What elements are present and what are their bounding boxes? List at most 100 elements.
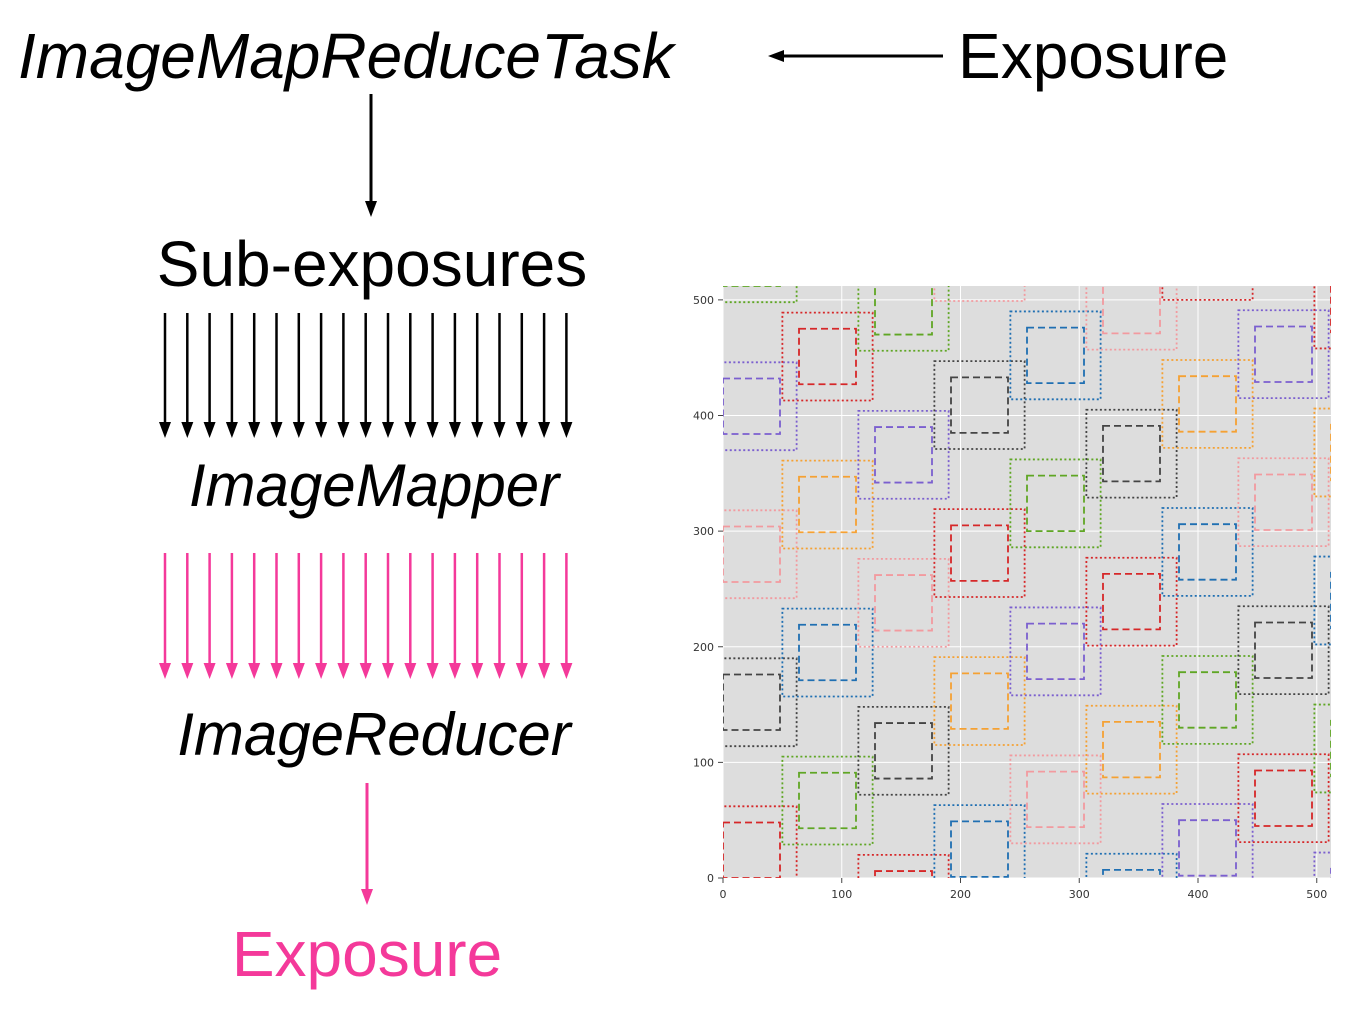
- subexposure-inner-box: [1330, 719, 1331, 778]
- subexposure-outer-box: [1009, 606, 1102, 697]
- subexposure-inner-box: [950, 376, 1009, 434]
- subexposure-inner-box: [647, 724, 704, 780]
- subexposure-outer-box: [1238, 902, 1328, 990]
- subexposure-outer-box: [781, 607, 874, 698]
- x-tick-label: 200: [950, 888, 971, 901]
- subexposure-outer-box: [857, 705, 950, 796]
- subexposure-outer-box: [1161, 359, 1254, 449]
- subexposure-boxes: [630, 163, 1331, 990]
- subexposure-inner-box: [799, 181, 856, 237]
- subexposure-outer-box: [1085, 704, 1178, 795]
- subexposure-inner-box: [1255, 918, 1312, 974]
- subexposure-outer-box: [933, 508, 1026, 598]
- subexposure-inner-box: [1254, 621, 1313, 679]
- subexposure-inner-box: [798, 475, 857, 534]
- subexposure-inner-box: [647, 280, 704, 336]
- subexposure-outer-box: [630, 264, 720, 352]
- y-tick-label: 100: [693, 756, 714, 769]
- subexposure-outer-box: [723, 509, 798, 600]
- subexposure-inner-box: [1026, 326, 1085, 385]
- x-tick-label: 400: [1188, 888, 1209, 901]
- subexposure-inner-box: [950, 820, 1009, 878]
- subexposure-outer-box: [1237, 605, 1330, 696]
- subexposure-outer-box: [1237, 753, 1330, 844]
- subexposure-inner-box: [1179, 228, 1236, 284]
- subexposure-inner-box: [874, 722, 933, 780]
- subexposure-outer-box: [1085, 286, 1178, 351]
- subexposure-inner-box: [647, 428, 704, 484]
- task-label: ImageMapReduceTask: [18, 20, 677, 92]
- subexposure-inner-box: [1330, 423, 1331, 482]
- subexposure-outer-box: [1237, 457, 1330, 548]
- subexposure-inner-box: [1026, 474, 1085, 533]
- subexposure-outer-box: [1085, 408, 1178, 499]
- subexposure-outer-box: [781, 459, 874, 550]
- subexposure-outer-box: [630, 412, 720, 500]
- subexposure-inner-box: [874, 574, 933, 632]
- subexposure-outer-box: [630, 856, 720, 944]
- mapper-output-arrows: [159, 553, 573, 679]
- subexposure-outer-box: [1313, 286, 1331, 350]
- subexposure-outer-box: [630, 708, 720, 796]
- subexposure-inner-box: [723, 673, 781, 731]
- subexposure-inner-box: [798, 771, 857, 830]
- subexposure-outer-box: [1085, 852, 1178, 878]
- subexposure-outer-box: [782, 165, 872, 253]
- subexposure-inner-box: [1178, 819, 1237, 877]
- subexposure-inner-box: [1178, 375, 1237, 433]
- input-exposure-label: Exposure: [958, 20, 1228, 92]
- subexposure-inner-box: [1027, 920, 1084, 976]
- subexposure-outer-box: [630, 560, 720, 648]
- subexposure-inner-box: [874, 426, 933, 484]
- subexposure-inner-box: [950, 672, 1009, 730]
- subexposure-outer-box: [723, 805, 798, 878]
- subexposure-outer-box: [857, 853, 950, 878]
- subexposure-outer-box: [933, 656, 1026, 746]
- subexposure-outer-box: [1009, 310, 1102, 401]
- subexposure-inner-box: [1330, 571, 1331, 630]
- x-tick-label: 100: [831, 888, 852, 901]
- x-tick-label: 500: [1306, 888, 1327, 901]
- y-tick-label: 300: [693, 525, 714, 538]
- subexposure-inner-box: [1330, 286, 1331, 334]
- subexposure-outer-box: [1010, 163, 1100, 251]
- subexposure-outer-box: [1085, 556, 1178, 647]
- subexposure-arrows: [159, 313, 573, 438]
- subexposure-inner-box: [723, 286, 781, 287]
- subexposure-outer-box: [933, 360, 1026, 450]
- subexposure-inner-box: [950, 524, 1009, 582]
- subexposure-outer-box: [1237, 309, 1330, 400]
- subexposure-outer-box: [723, 361, 798, 452]
- subexposure-outer-box: [723, 657, 798, 748]
- subexposure-inner-box: [1102, 721, 1161, 779]
- subexposures-label: Sub-exposures: [157, 228, 587, 300]
- subexposure-inner-box: [723, 525, 781, 583]
- subexposure-inner-box: [1254, 325, 1313, 383]
- subexposure-outer-box: [1161, 507, 1254, 597]
- subexposure-inner-box: [1102, 573, 1161, 631]
- y-tick-label: 0: [707, 872, 714, 885]
- subexposure-outer-box: [781, 311, 874, 402]
- subexposure-inner-box: [647, 872, 704, 928]
- subexposure-inner-box: [723, 377, 781, 435]
- subexposure-inner-box: [647, 576, 704, 632]
- subexposure-inner-box: [1330, 867, 1331, 878]
- subexposure-outer-box: [781, 755, 874, 846]
- subexposure-inner-box: [798, 327, 857, 386]
- subexposure-inner-box: [874, 870, 933, 878]
- subexposure-outer-box: [857, 286, 950, 352]
- image-mapper-label: ImageMapper: [189, 452, 561, 519]
- y-tick-label: 500: [693, 294, 714, 307]
- subexposure-outer-box: [1009, 458, 1102, 549]
- subexposure-inner-box: [723, 821, 781, 878]
- subexposure-inner-box: [1178, 671, 1237, 729]
- subexposure-inner-box: [798, 623, 857, 682]
- output-exposure-label: Exposure: [232, 918, 502, 990]
- image-reducer-label: ImageReducer: [177, 701, 573, 768]
- x-tick-label: 0: [720, 888, 727, 901]
- subexposure-inner-box: [1102, 869, 1161, 878]
